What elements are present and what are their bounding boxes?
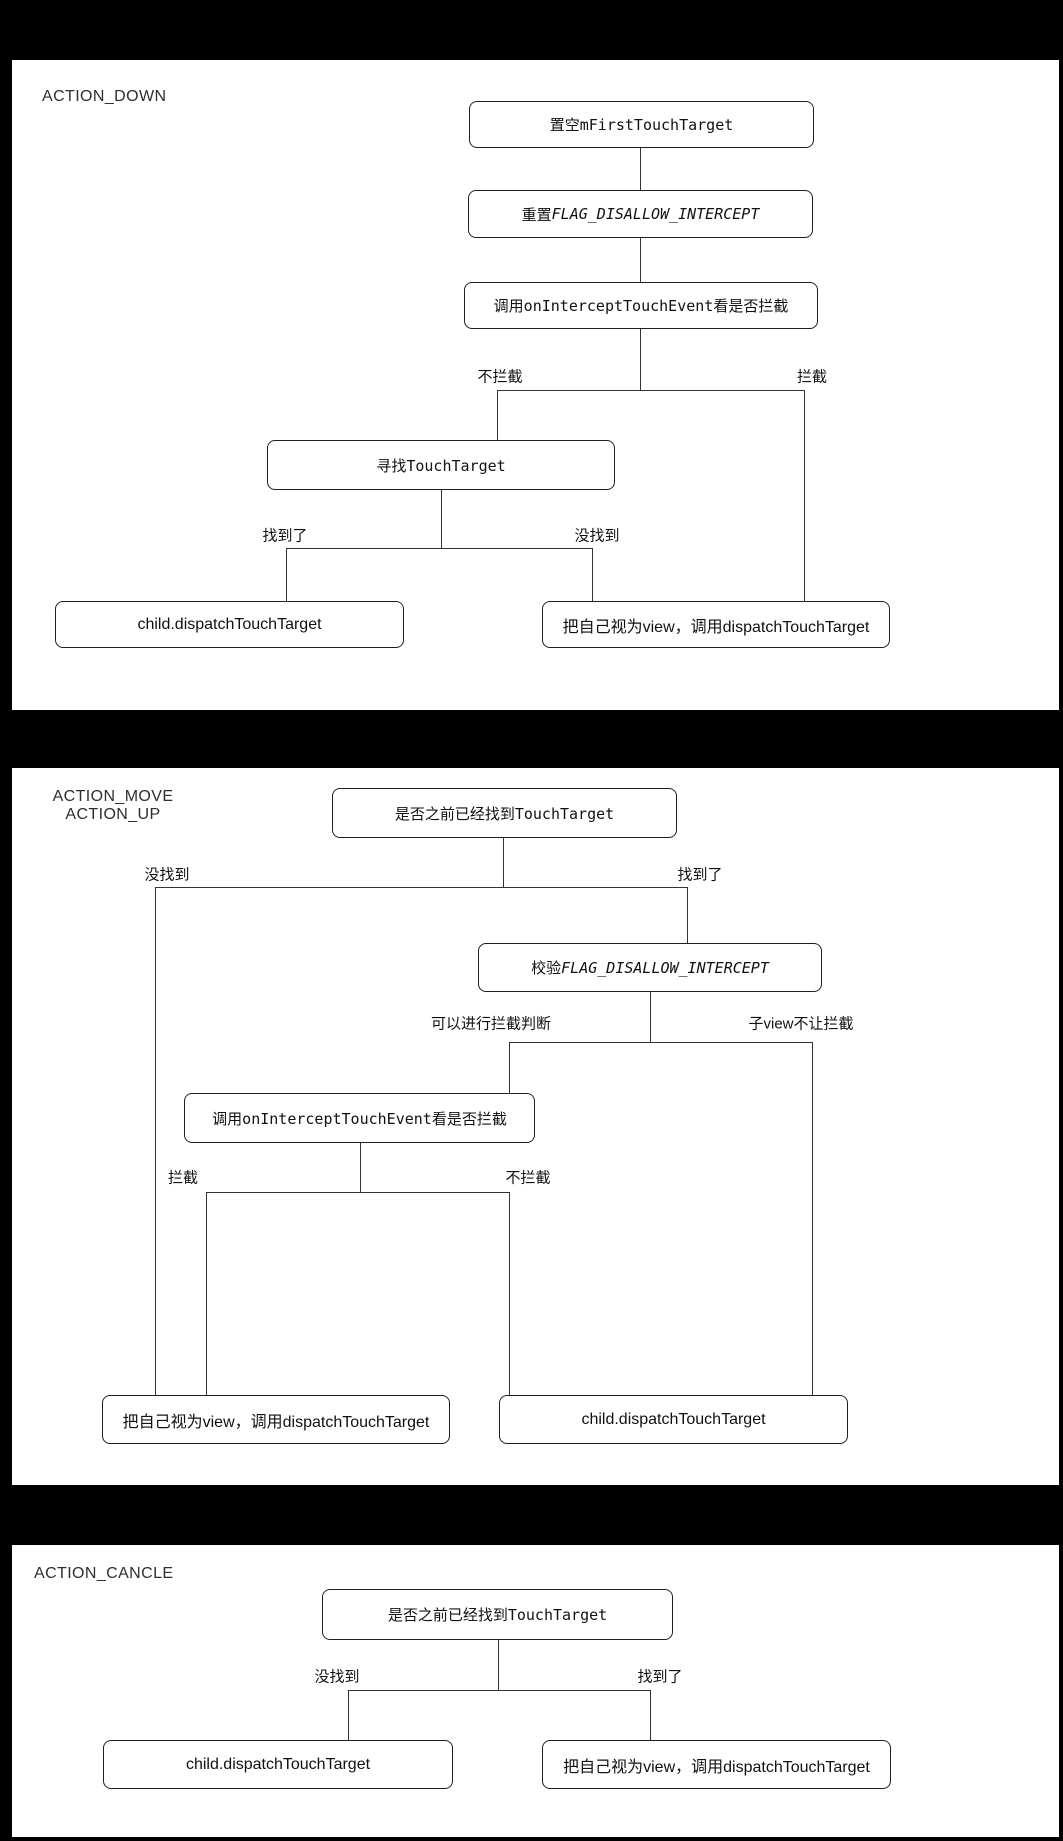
node-label: 把自己视为view，调用dispatchTouchTarget xyxy=(122,1413,430,1431)
branch-line-no-intercept xyxy=(509,1192,510,1395)
branch-line-intercept xyxy=(206,1192,207,1395)
branch-line-not-found xyxy=(348,1690,349,1740)
node-self-as-view-dispatch: 把自己视为view，调用dispatchTouchTarget xyxy=(542,1740,891,1789)
branch-split-line xyxy=(286,548,592,549)
branch-split-line xyxy=(206,1192,509,1193)
node-label: 寻找TouchTarget xyxy=(376,456,506,475)
branch-line-no-intercept xyxy=(497,390,498,440)
edge-label-intercept: 拦截 xyxy=(167,1169,199,1187)
connector-line xyxy=(650,992,651,1042)
branch-line-found xyxy=(286,548,287,601)
title-line-action-up: ACTION_UP xyxy=(65,806,161,823)
node-label: child.dispatchTouchTarget xyxy=(185,1755,371,1773)
node-label: 是否之前已经找到TouchTarget xyxy=(387,1606,608,1624)
panel-title-action-cancle: ACTION_CANCLE xyxy=(34,1565,174,1582)
connector-line xyxy=(441,490,442,548)
node-self-as-view-dispatch: 把自己视为view，调用dispatchTouchTarget xyxy=(102,1395,450,1444)
branch-split-line xyxy=(155,887,687,888)
panel-title-action-move-up: ACTION_MOVE ACTION_UP xyxy=(43,788,183,824)
edge-label-intercept: 拦截 xyxy=(796,368,828,386)
branch-line-not-found xyxy=(155,887,156,1395)
node-child-dispatchtouchtarget: child.dispatchTouchTarget xyxy=(55,601,404,648)
branch-line-found xyxy=(650,1690,651,1740)
edge-label-no-intercept: 不拦截 xyxy=(477,368,523,386)
node-label: 调用onInterceptTouchEvent看是否拦截 xyxy=(212,1109,507,1128)
edge-label-can-judge: 可以进行拦截判断 xyxy=(430,1015,552,1033)
branch-line-can-judge xyxy=(509,1042,510,1093)
connector-line xyxy=(503,838,504,887)
panel-action-cancle: ACTION_CANCLE 是否之前已经找到TouchTarget 没找到 找到… xyxy=(12,1545,1059,1837)
node-label: 把自己视为view，调用dispatchTouchTarget xyxy=(562,618,870,636)
title-line-action-move: ACTION_MOVE xyxy=(52,788,174,805)
node-child-dispatchtouchtarget: child.dispatchTouchTarget xyxy=(499,1395,848,1444)
panel-title-action-down: ACTION_DOWN xyxy=(42,88,167,105)
connector-line xyxy=(640,238,641,282)
connector-line xyxy=(360,1143,361,1192)
panel-action-move-up: ACTION_MOVE ACTION_UP 是否之前已经找到TouchTarge… xyxy=(12,768,1059,1485)
node-label: 校验 xyxy=(531,959,562,977)
edge-label-no-intercept: 不拦截 xyxy=(505,1169,551,1187)
node-label: 是否之前已经找到TouchTarget xyxy=(394,804,615,823)
branch-line-intercept xyxy=(804,390,805,601)
connector-line xyxy=(640,329,641,390)
branch-split-line xyxy=(348,1690,650,1691)
node-label: 调用onInterceptTouchEvent看是否拦截 xyxy=(493,297,789,315)
node-onintercepttouchevent-check: 调用onInterceptTouchEvent看是否拦截 xyxy=(464,282,818,329)
node-label: child.dispatchTouchTarget xyxy=(581,1410,766,1428)
node-label-code: FLAG_DISALLOW_INTERCEPT xyxy=(551,205,760,223)
connector-line xyxy=(640,148,641,190)
node-child-dispatchtouchtarget: child.dispatchTouchTarget xyxy=(103,1740,453,1789)
node-already-found-touchtarget: 是否之前已经找到TouchTarget xyxy=(322,1589,673,1640)
edge-label-not-found: 没找到 xyxy=(314,1668,360,1686)
branch-line-child-disallow xyxy=(812,1042,813,1395)
node-onintercepttouchevent-check: 调用onInterceptTouchEvent看是否拦截 xyxy=(184,1093,535,1143)
node-label: child.dispatchTouchTarget xyxy=(137,615,322,633)
branch-line-not-found xyxy=(592,548,593,601)
edge-label-found: 找到了 xyxy=(637,1668,683,1686)
branch-split-line xyxy=(509,1042,812,1043)
edge-label-found: 找到了 xyxy=(677,866,723,884)
node-label: 把自己视为view，调用dispatchTouchTarget xyxy=(563,1758,870,1776)
branch-line-found xyxy=(687,887,688,943)
edge-label-found: 找到了 xyxy=(262,527,308,545)
node-already-found-touchtarget: 是否之前已经找到TouchTarget xyxy=(332,788,677,838)
node-clear-mfirsttouchtarget: 置空mFirstTouchTarget xyxy=(469,101,814,148)
node-label: 置空mFirstTouchTarget xyxy=(549,116,734,134)
connector-line xyxy=(498,1640,499,1690)
node-label: 重置 xyxy=(521,205,552,224)
edge-label-not-found: 没找到 xyxy=(144,866,190,884)
node-self-as-view-dispatch: 把自己视为view，调用dispatchTouchTarget xyxy=(542,601,890,648)
branch-split-line xyxy=(497,390,804,391)
edge-label-not-found: 没找到 xyxy=(574,527,620,545)
node-label-code: FLAG_DISALLOW_INTERCEPT xyxy=(561,958,769,977)
node-find-touchtarget: 寻找TouchTarget xyxy=(267,440,615,490)
edge-label-child-disallow: 子view不让拦截 xyxy=(748,1015,854,1033)
